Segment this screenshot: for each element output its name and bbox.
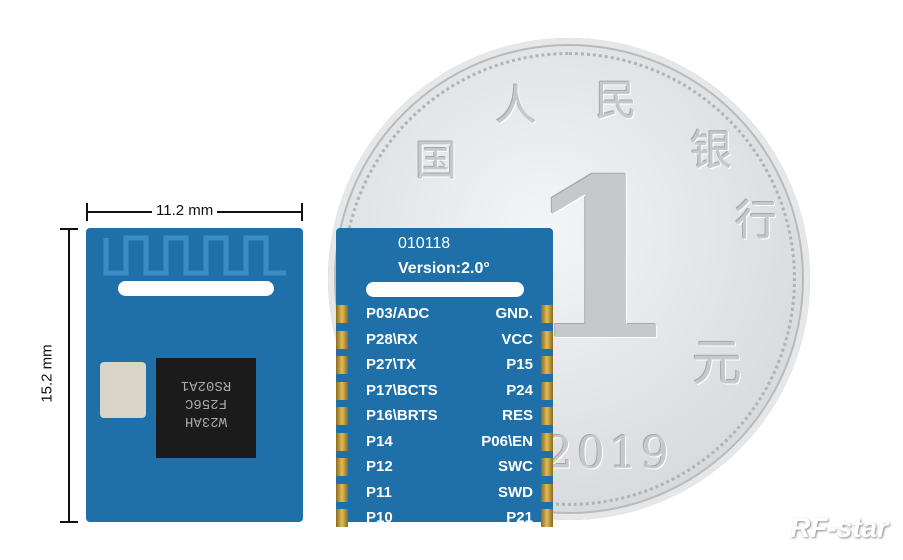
pin-label-right: P24 <box>506 381 533 399</box>
width-label: 11.2 mm <box>152 202 218 219</box>
castellated-pad <box>541 407 553 425</box>
pin-label-left: P16\BRTS <box>366 407 438 424</box>
pin-label-right: VCC <box>501 330 533 348</box>
serial-number: 010118 <box>398 235 451 252</box>
castellated-pad <box>336 305 348 323</box>
crystal <box>100 362 146 418</box>
coin-char: 国 <box>415 136 458 185</box>
height-label: 15.2 mm <box>38 340 56 407</box>
version-label: Version:2.0° <box>398 260 490 277</box>
pin-label-left: P17\BCTS <box>366 381 438 399</box>
coin-char: 民 <box>595 76 638 125</box>
pin-label-right: P06\EN <box>481 432 533 450</box>
coin-unit: 元 <box>692 334 742 392</box>
castellated-pad <box>336 458 348 476</box>
dimension-tick <box>60 228 78 230</box>
chip: W23AH F256C RS02A1 <box>156 358 256 458</box>
dimension-tick <box>86 203 88 221</box>
castellated-pad <box>541 330 553 349</box>
castellated-pad <box>541 509 553 527</box>
pin-label-left: P10 <box>366 509 393 526</box>
pin-label-right: P21 <box>506 509 533 526</box>
pin-label-left: P28\RX <box>366 330 418 348</box>
coin-year: 2019 <box>545 428 673 479</box>
coin-char: 行 <box>735 196 778 245</box>
coin-char: 银 <box>690 126 733 175</box>
castellated-pad <box>336 330 348 349</box>
module-front: W23AH F256C RS02A1 <box>86 228 303 522</box>
rf-star-logo: RF-star <box>790 512 889 543</box>
height-dimension-line <box>68 229 70 522</box>
module-back: 010118 Version:2.0° P03/ADC GND. P28\RX … <box>336 228 553 527</box>
module-slot <box>118 281 274 296</box>
dimension-tick <box>60 521 78 523</box>
pin-label-right: SWC <box>498 458 533 475</box>
antenna-trace <box>103 235 286 276</box>
pin-label-left: P14 <box>366 432 393 450</box>
castellated-pad <box>336 509 348 527</box>
module-slot <box>366 282 524 297</box>
dimension-tick <box>301 203 303 221</box>
pin-label-right: SWD <box>498 483 533 501</box>
pin-label-left: P12 <box>366 458 393 475</box>
castellated-pad <box>336 483 348 502</box>
pin-label-left: P03/ADC <box>366 305 430 322</box>
pin-label-left: P11 <box>366 483 392 501</box>
castellated-pad <box>541 432 553 451</box>
chip-marking: W23AH <box>185 413 228 429</box>
castellated-pad <box>336 381 348 400</box>
castellated-pad <box>336 356 348 374</box>
coin-char: 人 <box>495 81 538 130</box>
castellated-pad <box>541 305 553 323</box>
chip-marking: RS02A1 <box>180 377 232 393</box>
pin-label-right: RES <box>502 407 533 424</box>
castellated-pad <box>541 483 553 502</box>
pin-label-right: GND. <box>495 305 534 322</box>
castellated-pad <box>541 458 553 476</box>
castellated-pad <box>541 356 553 374</box>
castellated-pad <box>541 381 553 400</box>
castellated-pad <box>336 407 348 425</box>
castellated-pad <box>336 432 348 451</box>
pin-label-left: P27\TX <box>366 356 417 373</box>
pin-label-right: P15 <box>506 356 533 373</box>
chip-marking: F256C <box>185 395 228 411</box>
